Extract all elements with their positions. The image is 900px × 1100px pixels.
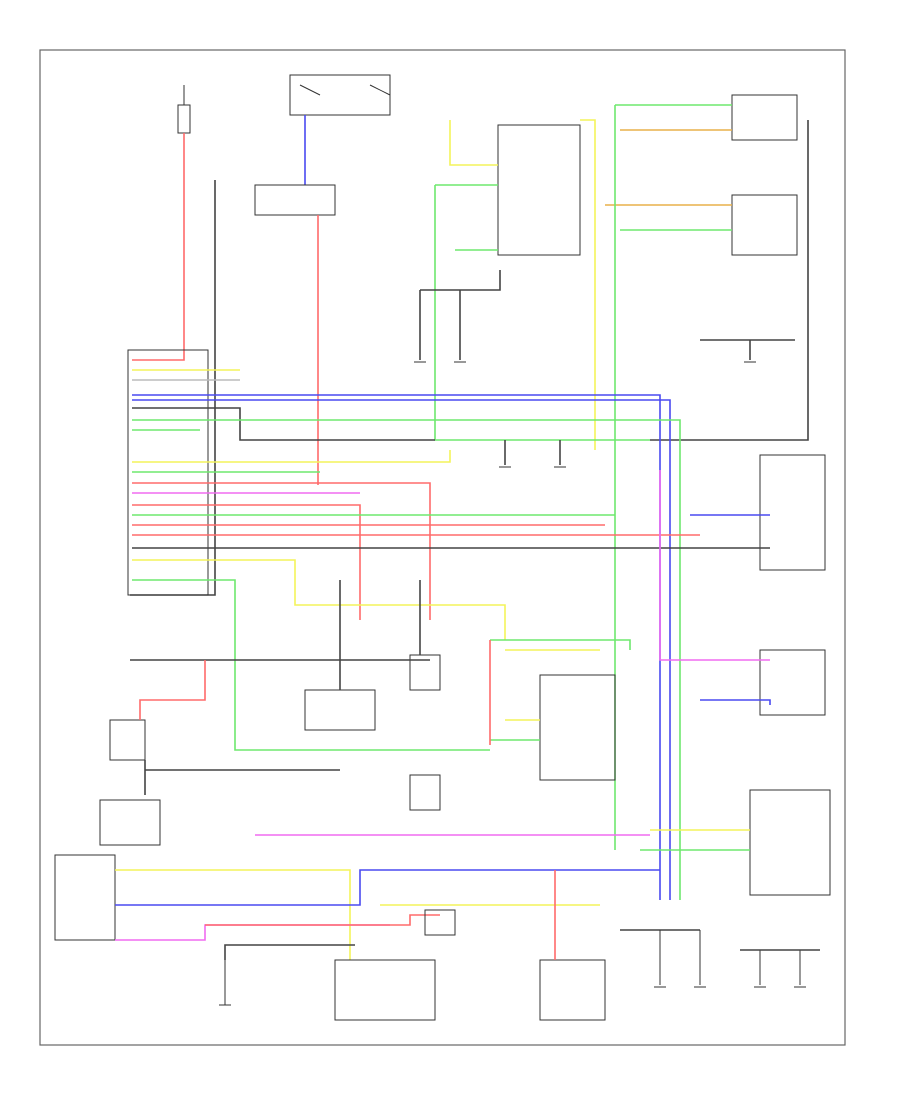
- trunk-key-switch: [539, 959, 606, 1021]
- right-front-door-actuator: [731, 94, 798, 141]
- right-rear-door-switch: [759, 649, 826, 716]
- trunk-lock-actuator: [334, 959, 436, 1021]
- wire-black-lr-gnd: [224, 944, 355, 960]
- wire-yellow-top: [449, 120, 498, 166]
- trunk-lock-motor: [424, 909, 456, 936]
- driver-door-lock-switch: [497, 124, 581, 256]
- center-relay-1: [409, 654, 441, 691]
- wire-black-switch-gnd: [420, 270, 501, 291]
- wire-black-ground-left: [130, 180, 216, 596]
- wire-blue-main-2: [132, 399, 671, 900]
- wire-blue-bottom: [115, 869, 660, 906]
- wire-green-mid-v: [490, 639, 631, 650]
- ground-symbols-bottom: [654, 930, 806, 988]
- wire-blue-rr: [700, 699, 771, 705]
- wire-blue-main: [132, 394, 661, 900]
- left-door-lock-switch: [99, 799, 161, 846]
- left-rear-door-actuator: [54, 854, 116, 941]
- right-front-door-switch: [759, 454, 826, 571]
- left-front-door-actuator: [109, 719, 146, 761]
- door-lock-switch-top: [254, 184, 336, 216]
- wire-yellow-ctrl-3: [132, 559, 506, 640]
- right-rear-door-lock-module: [749, 789, 831, 896]
- wire-red-top-left: [132, 133, 185, 361]
- right-front-door-lock-motor: [731, 194, 798, 256]
- wire-red-lf: [139, 660, 206, 720]
- wire-pink-rr: [659, 470, 770, 661]
- diagram-frame: [39, 49, 846, 1046]
- wire-pink-bottom: [115, 924, 390, 941]
- wire-yellow-bottom: [115, 869, 351, 960]
- wire-red-bottom: [205, 914, 440, 926]
- wire-black-ctrl-1: [132, 407, 435, 441]
- wire-black-right-frame: [650, 120, 809, 441]
- wire-red-ctrl-2: [132, 504, 361, 620]
- left-front-door-lock-module: [539, 674, 616, 781]
- ignition-switch: [289, 74, 391, 116]
- center-relay-2: [409, 774, 441, 811]
- wire-green-ctrl-5: [132, 579, 490, 751]
- wire-yellow-ctrl-2: [132, 450, 451, 463]
- fuse-block-left: [177, 85, 191, 134]
- center-switch-block: [304, 689, 376, 731]
- wire-red-ctrl-1: [132, 482, 431, 620]
- wire-green-top-vertical: [434, 185, 650, 441]
- wire-yellow-right-top: [580, 119, 596, 450]
